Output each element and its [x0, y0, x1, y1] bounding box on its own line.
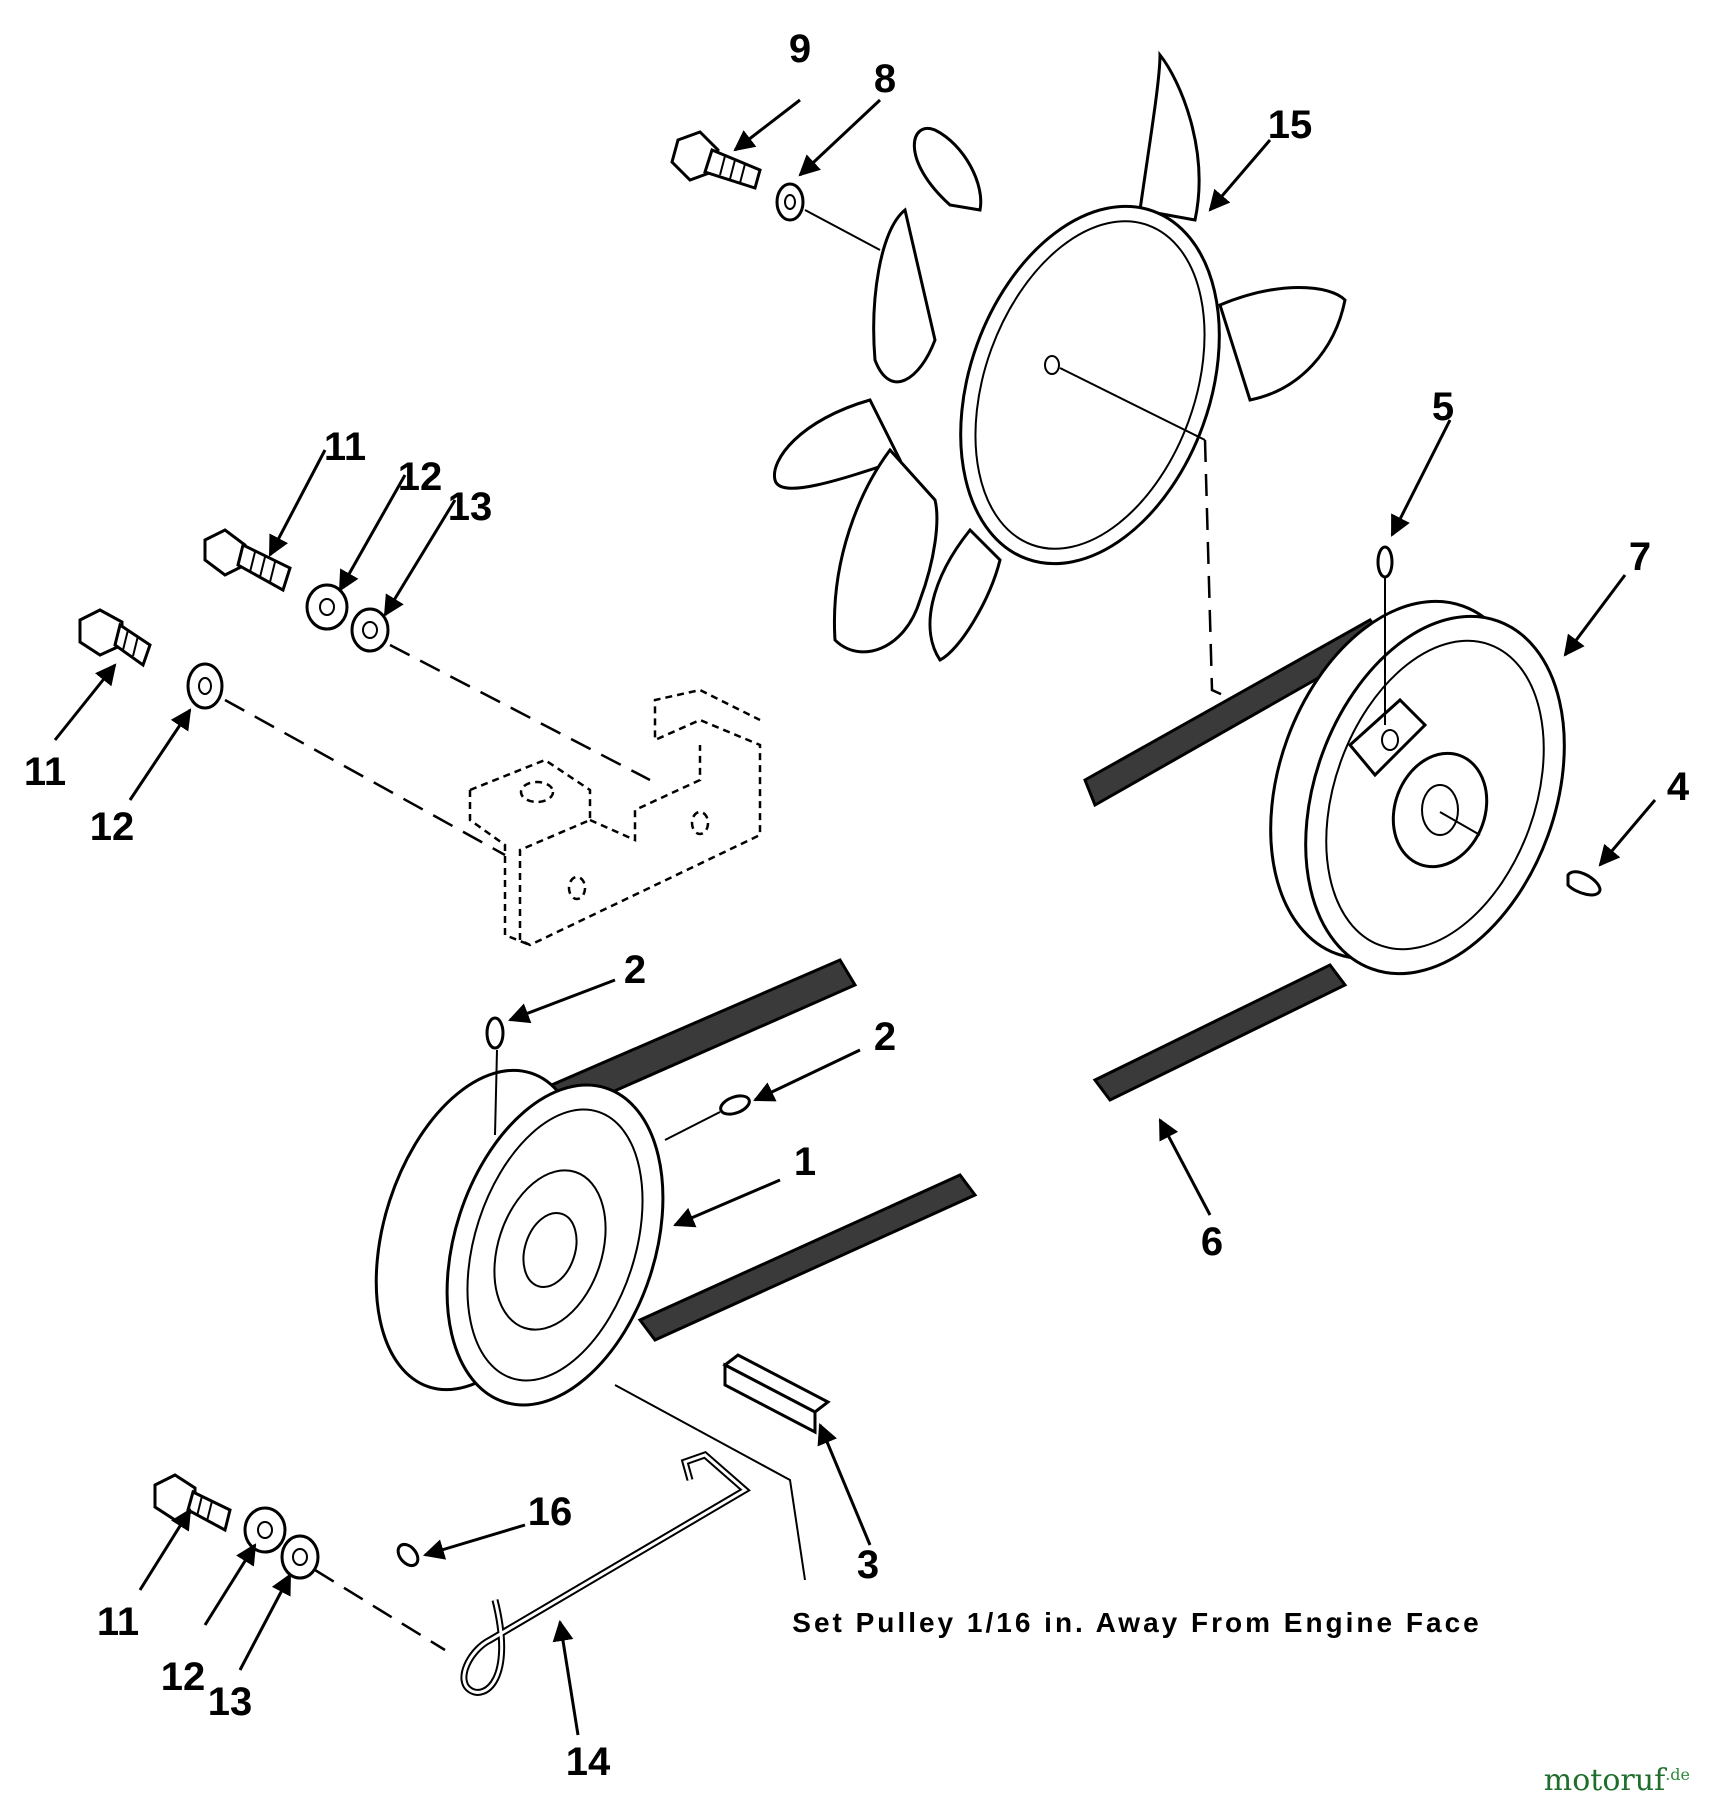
callout-13-upper: 13	[448, 485, 493, 529]
driven-pulley	[1083, 599, 1566, 1102]
drive-pulley	[374, 958, 978, 1407]
callout-4: 4	[1667, 765, 1690, 809]
fan-center-line	[1059, 367, 1206, 441]
bolt-part-11-lower	[153, 1473, 232, 1533]
left-bolt-guide	[224, 698, 506, 857]
bolt-part-11-left	[78, 608, 152, 668]
callout-11-left: 11	[24, 750, 66, 794]
washer-part-8	[775, 182, 805, 222]
spring-rod-part-14	[460, 1451, 751, 1696]
set-screw-part-5	[1376, 545, 1394, 579]
watermark-logo: motoruf.de	[1544, 1763, 1690, 1798]
bolt-part-11-upper	[203, 528, 292, 593]
washer-part-13-upper	[350, 607, 390, 653]
callout-2-side: 2	[874, 1015, 896, 1059]
callout-15: 15	[1268, 103, 1313, 147]
bolt-9-axis	[804, 209, 881, 251]
set-screw-2-side-axis	[664, 1111, 721, 1141]
svg-text:motoruf.de: motoruf.de	[1544, 1763, 1690, 1798]
callout-6: 6	[1201, 1220, 1223, 1264]
washer-part-12-upper	[305, 583, 349, 631]
fan-to-pulley-guide	[1203, 439, 1246, 707]
bolt-part-9	[670, 130, 762, 190]
woodruff-key-part-4	[1566, 870, 1602, 897]
callout-5: 5	[1432, 385, 1454, 429]
callout-3: 3	[857, 1543, 879, 1587]
callout-8: 8	[874, 57, 896, 101]
upper-bolt-guide	[389, 643, 651, 782]
watermark-brand: motoruf	[1544, 1763, 1667, 1798]
callout-9: 9	[789, 27, 811, 71]
washer-part-13-lower	[280, 1534, 320, 1580]
callout-16: 16	[528, 1490, 573, 1534]
leader-arrows	[53, 98, 1657, 1736]
pulley-7-axis	[1439, 811, 1481, 836]
callout-11-lower: 11	[97, 1600, 139, 1644]
watermark-suffix: .de	[1665, 1765, 1690, 1784]
callout-14: 14	[566, 1740, 611, 1784]
installation-note: Set Pulley 1/16 in. Away From Engine Fac…	[792, 1607, 1481, 1638]
pin-part-16	[396, 1542, 420, 1568]
cooling-fan	[772, 50, 1347, 662]
set-screw-2-top-axis	[494, 1049, 498, 1136]
callout-13-lower: 13	[208, 1680, 253, 1724]
set-screw-part-2-side	[719, 1094, 751, 1116]
lower-bolt-guide	[314, 1568, 446, 1652]
set-screw-part-2-top	[485, 1016, 505, 1050]
callout-1: 1	[794, 1140, 816, 1184]
callout-12-upper: 12	[398, 455, 443, 499]
pulley-note-leader	[614, 1384, 806, 1581]
callout-7: 7	[1629, 535, 1651, 579]
washer-part-12-left	[186, 662, 224, 710]
square-key-part-3	[722, 1353, 831, 1435]
mounting-bracket	[468, 688, 762, 947]
callout-12-lower: 12	[161, 1655, 206, 1699]
callout-2-top: 2	[624, 948, 646, 992]
callout-12-left: 12	[90, 805, 135, 849]
callout-11-upper: 11	[324, 425, 366, 469]
washer-part-12-lower	[243, 1506, 287, 1554]
